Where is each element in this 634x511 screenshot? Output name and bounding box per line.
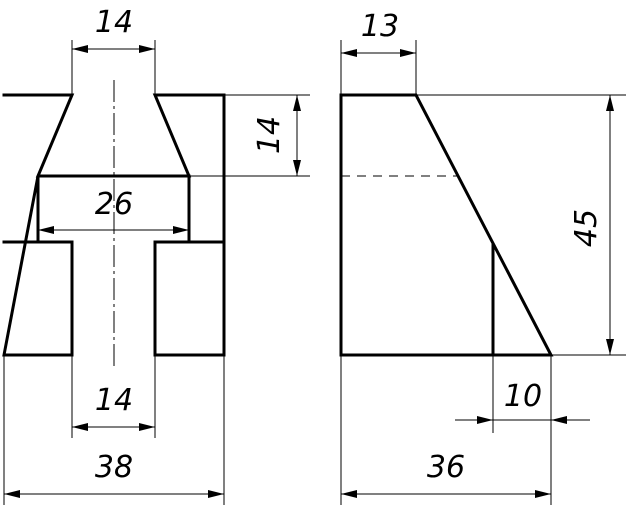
dim-slot-depth: 14	[189, 94, 310, 177]
dim-height: 45	[416, 94, 626, 356]
dim-text-step-width: 10	[504, 379, 542, 414]
dim-text-overall-width: 38	[95, 450, 133, 485]
dim-text-height: 45	[569, 209, 604, 247]
dim-text-bottom-slot-width: 14	[95, 383, 133, 418]
dim-text-slot-bottom-width: 26	[95, 187, 133, 222]
dim-text-top-width: 13	[361, 9, 399, 44]
dim-step-width: 10	[455, 355, 590, 433]
dim-top-slot-width: 14	[71, 5, 156, 95]
side-view: 13 45 10 36	[339, 9, 626, 505]
dim-side-overall-width: 36	[340, 355, 552, 505]
dim-text-side-overall-width: 36	[427, 450, 465, 485]
dim-text-top-slot-width: 14	[95, 5, 133, 40]
dim-bottom-slot-width: 14	[71, 355, 156, 438]
dim-text-slot-depth: 14	[252, 116, 287, 154]
dim-slot-bottom-width: 26	[38, 187, 189, 234]
front-view: 14 14 26 14	[2, 5, 310, 505]
dim-top-width: 13	[340, 9, 417, 95]
side-view-outline	[339, 93, 554, 357]
dim-overall-width: 38	[3, 355, 225, 505]
